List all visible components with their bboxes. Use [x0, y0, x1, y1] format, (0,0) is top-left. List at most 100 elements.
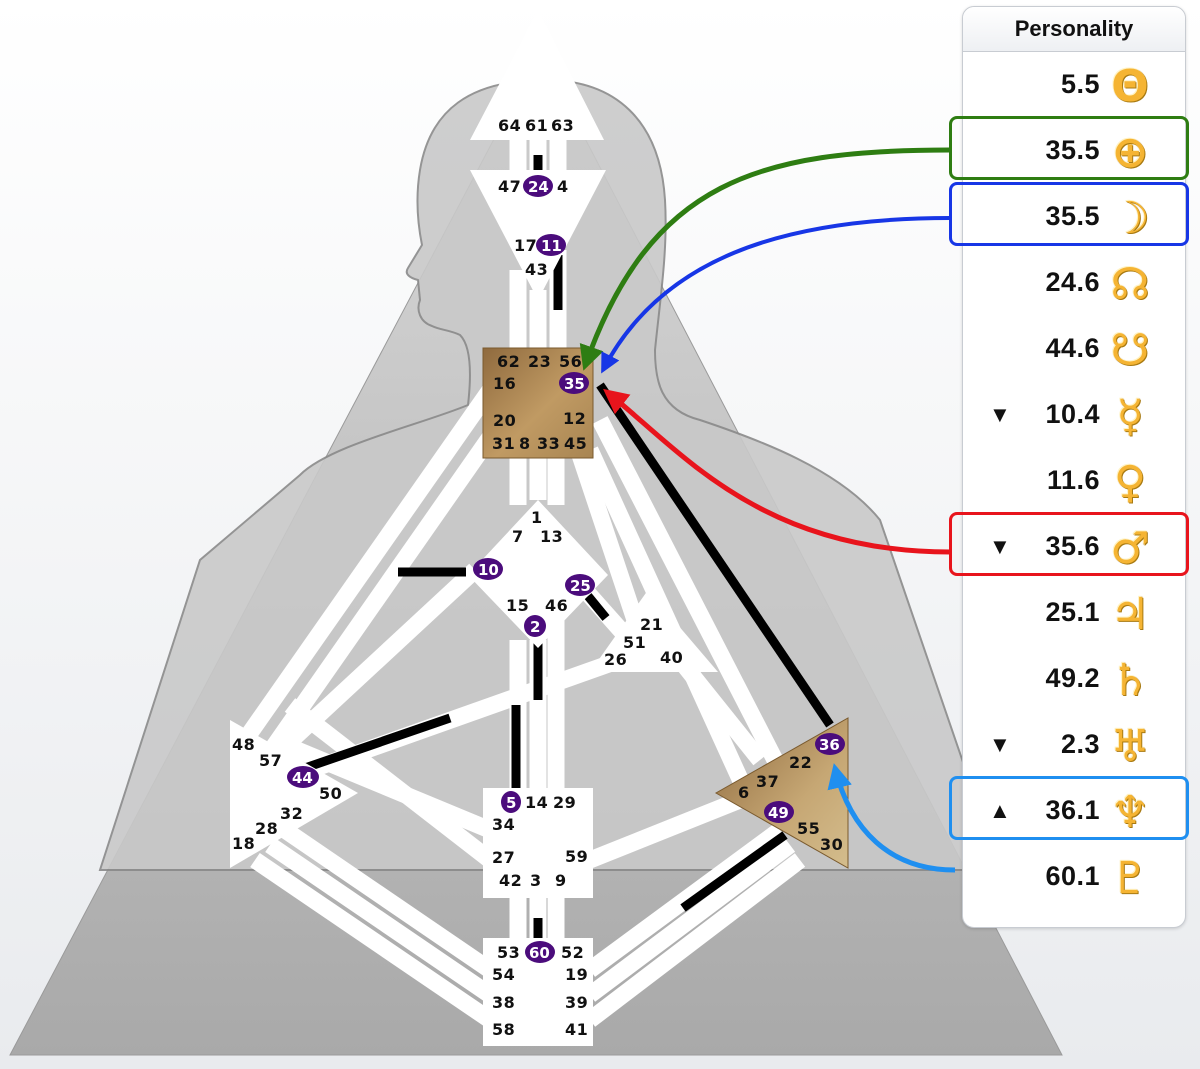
south-node-icon: ☋: [1110, 325, 1150, 376]
direction-arrow: ▲: [989, 798, 1011, 823]
gate-19: 19: [565, 965, 588, 984]
lightblue-arrow: [827, 763, 956, 873]
mercury-icon: ☿: [1116, 391, 1144, 442]
gate-33: 33: [537, 434, 560, 453]
gate-24: 24: [528, 178, 549, 196]
gate-2: 2: [530, 618, 540, 636]
gate-12: 12: [563, 409, 586, 428]
gate-17: 17: [514, 236, 537, 255]
gate-14: 14: [525, 793, 548, 812]
gate-28: 28: [255, 819, 278, 838]
active-channels: [303, 155, 834, 940]
activation-value: 35.6: [1045, 531, 1100, 561]
green-arrow: [579, 147, 951, 371]
activation-value: 5.5: [1060, 69, 1100, 99]
gate-37: 37: [756, 772, 779, 791]
activation-value: 44.6: [1045, 333, 1100, 363]
gate-45: 45: [564, 434, 587, 453]
gate-11: 11: [541, 237, 562, 255]
sacral-center: [483, 788, 593, 898]
gate-41: 41: [565, 1020, 588, 1039]
uranus-icon: ♅: [1110, 721, 1150, 772]
pluto-icon: ♇: [1110, 853, 1150, 904]
red-arrow: [603, 388, 951, 555]
personality-row: 49.2♄: [963, 651, 1185, 711]
gate-36: 36: [819, 736, 840, 754]
personality-row: ▼ 2.3 ♅: [963, 717, 1185, 777]
gate-59: 59: [565, 847, 588, 866]
activation-value: 36.1: [1045, 795, 1100, 825]
gate-50: 50: [319, 784, 342, 803]
gate-53: 53: [497, 943, 520, 962]
row-highlight: [949, 116, 1189, 180]
row-highlight: [949, 512, 1189, 576]
saturn-icon: ♄: [1110, 655, 1150, 706]
gate-7: 7: [512, 527, 524, 546]
solar-plexus-center: [714, 717, 849, 869]
activation-value: 24.6: [1045, 267, 1100, 297]
ajna-center: [470, 170, 606, 300]
north-node-icon: ☊: [1110, 259, 1150, 310]
gate-31: 31: [492, 434, 515, 453]
personality-row: ▼ 35.6 ♂: [963, 519, 1185, 579]
personality-row: 25.1 ♃: [963, 585, 1185, 645]
gate-63: 63: [551, 116, 574, 135]
neptune-icon: ♆: [1110, 787, 1150, 838]
gate-54: 54: [492, 965, 515, 984]
personality-row: 24.6 ☊: [963, 255, 1185, 315]
direction-arrow: ▼: [989, 732, 1011, 757]
gate-40: 40: [660, 648, 683, 667]
direction-arrow: ▼: [989, 534, 1011, 559]
gate-62: 62: [497, 352, 520, 371]
gate-21: 21: [640, 615, 663, 634]
g-center: [468, 500, 608, 648]
activation-value: 11.6: [1046, 465, 1100, 495]
personality-row: 35.5 ⊕: [963, 123, 1185, 183]
gate-44: 44: [292, 769, 313, 787]
personality-row: 60.1 ♇: [963, 849, 1185, 909]
gate-16: 16: [493, 374, 516, 393]
heart-center: [590, 590, 718, 672]
gate-5: 5: [506, 794, 516, 812]
mars-icon: ♂: [1110, 523, 1150, 574]
gate-43: 43: [525, 260, 548, 279]
activation-value: 35.5: [1045, 135, 1100, 165]
gate-55: 55: [797, 819, 820, 838]
gate-4: 4: [557, 177, 569, 196]
gate-6: 6: [738, 783, 750, 802]
gate-42: 42: [499, 871, 522, 890]
gate-64: 64: [498, 116, 521, 135]
jupiter-icon: ♃: [1110, 589, 1150, 640]
direction-arrow: ▼: [989, 402, 1011, 427]
gate-29: 29: [553, 793, 576, 812]
activation-value: 60.1: [1045, 861, 1100, 891]
gate-9: 9: [555, 871, 567, 890]
gate-49: 49: [768, 804, 789, 822]
gate-10: 10: [478, 561, 499, 579]
activation-value: 2.3: [1060, 729, 1100, 759]
gate-25: 25: [570, 577, 591, 595]
activation-markers: [287, 175, 845, 963]
gate-38: 38: [492, 993, 515, 1012]
sun-cross-icon: Θ: [1111, 61, 1149, 112]
throat-center: [482, 347, 594, 459]
row-highlight: [949, 776, 1189, 840]
gate-39: 39: [565, 993, 588, 1012]
personality-row: 44.6 ☋: [963, 321, 1185, 381]
gate-3: 3: [530, 871, 542, 890]
gate-15: 15: [506, 596, 529, 615]
personality-row: 35.5☽: [963, 189, 1185, 249]
personality-row: 11.6 ♀: [963, 453, 1185, 513]
gate-46: 46: [545, 596, 568, 615]
venus-icon: ♀: [1113, 457, 1147, 508]
gate-56: 56: [559, 352, 582, 371]
gate-60: 60: [529, 944, 550, 962]
gate-58: 58: [492, 1020, 515, 1039]
activation-value: 25.1: [1045, 597, 1100, 627]
earth-icon: ⊕: [1111, 127, 1149, 178]
gate-26: 26: [604, 650, 627, 669]
gate-57: 57: [259, 751, 282, 770]
gate-51: 51: [623, 633, 646, 652]
personality-row: ▲ 36.1 ♆: [963, 783, 1185, 843]
